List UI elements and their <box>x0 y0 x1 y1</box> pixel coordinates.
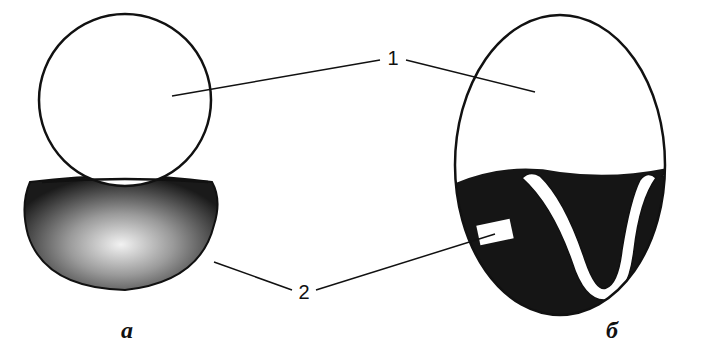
invagination <box>522 173 656 300</box>
callout-number: 1 <box>387 48 398 68</box>
figure-letter: а <box>121 318 133 342</box>
figure-a <box>24 14 217 290</box>
callout-number: 2 <box>298 282 309 302</box>
egg-outline <box>455 15 665 315</box>
figure-letter: б <box>606 318 618 342</box>
figure-b <box>440 15 680 330</box>
light-patch <box>476 219 513 246</box>
leader-lines <box>172 60 535 290</box>
lower-mass <box>24 176 217 290</box>
dark-region <box>440 165 680 330</box>
upper-sphere <box>39 14 211 186</box>
